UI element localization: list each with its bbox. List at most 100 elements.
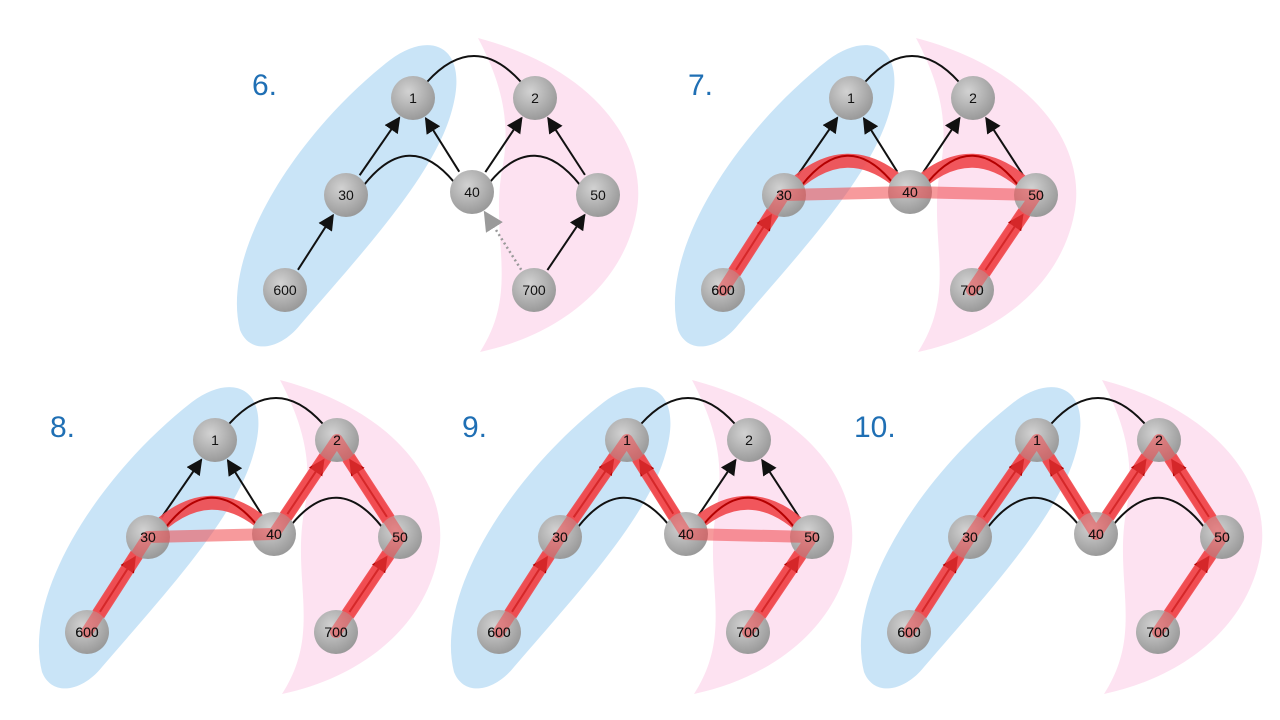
undirected-edge: [426, 55, 522, 83]
directed-edge: [546, 213, 586, 271]
directed-edge: [862, 116, 899, 173]
node-label-overlay: 600: [897, 624, 921, 640]
node-40: 40: [450, 170, 494, 214]
node-50: 50: [576, 173, 620, 217]
node-label-overlay: 30: [962, 529, 978, 545]
node-label-overlay: 700: [324, 624, 348, 640]
directed-edge: [796, 116, 839, 176]
node-label-overlay: 1: [1033, 432, 1041, 448]
panel-number: 10.: [854, 411, 896, 444]
directed-edge: [484, 116, 523, 173]
right-region: [478, 38, 639, 352]
undirected-edge: [987, 496, 1079, 528]
directed-edge: [160, 458, 203, 518]
panel-number: 8.: [50, 411, 75, 444]
node-label-overlay: 600: [487, 624, 511, 640]
undirected-edge: [864, 55, 960, 83]
node-label: 2: [745, 432, 753, 448]
node-label-overlay: 40: [678, 526, 694, 542]
node-circle: [951, 76, 995, 120]
node-label-overlay: 30: [140, 529, 156, 545]
undirected-edge: [927, 154, 1019, 186]
node-30: 30: [324, 173, 368, 217]
node-label-overlay: 600: [75, 624, 99, 640]
node-label-overlay: 50: [804, 529, 820, 545]
directed-edge: [358, 116, 401, 176]
undirected-edge: [1113, 496, 1205, 528]
node-label-overlay: 600: [711, 282, 735, 298]
panel-6: 1 2 30 40 50 600 700 6.: [236, 38, 639, 352]
undirected-edge: [801, 154, 893, 186]
node-label-overlay: 700: [1146, 624, 1170, 640]
node-circle: [450, 170, 494, 214]
node-label-overlay: 30: [776, 187, 792, 203]
node-label-overlay: 2: [333, 432, 341, 448]
node-label-overlay: 1: [623, 432, 631, 448]
undirected-edge: [703, 496, 795, 528]
node-circle: [727, 418, 771, 462]
node-circle: [324, 173, 368, 217]
directed-edge: [226, 458, 263, 515]
node-1: 1: [193, 418, 237, 462]
node-label-overlay: 40: [266, 526, 282, 542]
panel-number: 7.: [688, 69, 713, 102]
node-label-overlay: 50: [392, 529, 408, 545]
undirected-edge: [1050, 397, 1146, 425]
node-label-overlay: 700: [960, 282, 984, 298]
node-label: 40: [464, 184, 480, 200]
directed-edge: [424, 116, 461, 173]
node-circle: [513, 76, 557, 120]
node-label: 1: [847, 90, 855, 106]
node-label-overlay: 2: [1155, 432, 1163, 448]
node-1: 1: [391, 76, 435, 120]
node-2: 2: [513, 76, 557, 120]
undirected-edge: [363, 154, 455, 186]
node-label: 50: [590, 187, 606, 203]
node-circle: [576, 173, 620, 217]
dashed-edge: [483, 210, 523, 271]
directed-edge: [761, 458, 800, 518]
node-label-overlay: 40: [1088, 526, 1104, 542]
node-circle: [512, 268, 556, 312]
node-label: 1: [409, 90, 417, 106]
node-700: 700: [512, 268, 556, 312]
node-label-overlay: 700: [736, 624, 760, 640]
node-label: 700: [522, 282, 546, 298]
undirected-edge: [165, 496, 257, 528]
undirected-edge: [640, 397, 736, 425]
node-label: 2: [969, 90, 977, 106]
directed-edge: [297, 213, 334, 271]
node-2: 2: [951, 76, 995, 120]
node-label-overlay: 50: [1028, 187, 1044, 203]
node-1: 1: [829, 76, 873, 120]
highlight-path-overlay: [717, 186, 1042, 296]
node-label-overlay: 40: [902, 184, 918, 200]
node-2: 2: [727, 418, 771, 462]
highlight-path-overlay: [81, 434, 406, 638]
node-circle: [263, 268, 307, 312]
panel-number: 6.: [252, 69, 277, 102]
node-label-overlay: 30: [552, 529, 568, 545]
node-600: 600: [263, 268, 307, 312]
highlight-path-overlay: [493, 434, 818, 638]
node-label: 30: [338, 187, 354, 203]
highlight-path-overlay: [903, 434, 1228, 638]
undirected-edge: [228, 397, 324, 425]
node-circle: [829, 76, 873, 120]
node-label: 2: [531, 90, 539, 106]
node-circle: [391, 76, 435, 120]
node-label: 600: [273, 282, 297, 298]
undirected-edge: [291, 496, 383, 528]
undirected-edge: [577, 496, 669, 528]
panel-number: 9.: [462, 411, 487, 444]
directed-edge: [698, 458, 737, 515]
node-circle: [193, 418, 237, 462]
directed-edge: [985, 116, 1024, 176]
directed-edge: [922, 116, 961, 173]
node-label-overlay: 50: [1214, 529, 1230, 545]
